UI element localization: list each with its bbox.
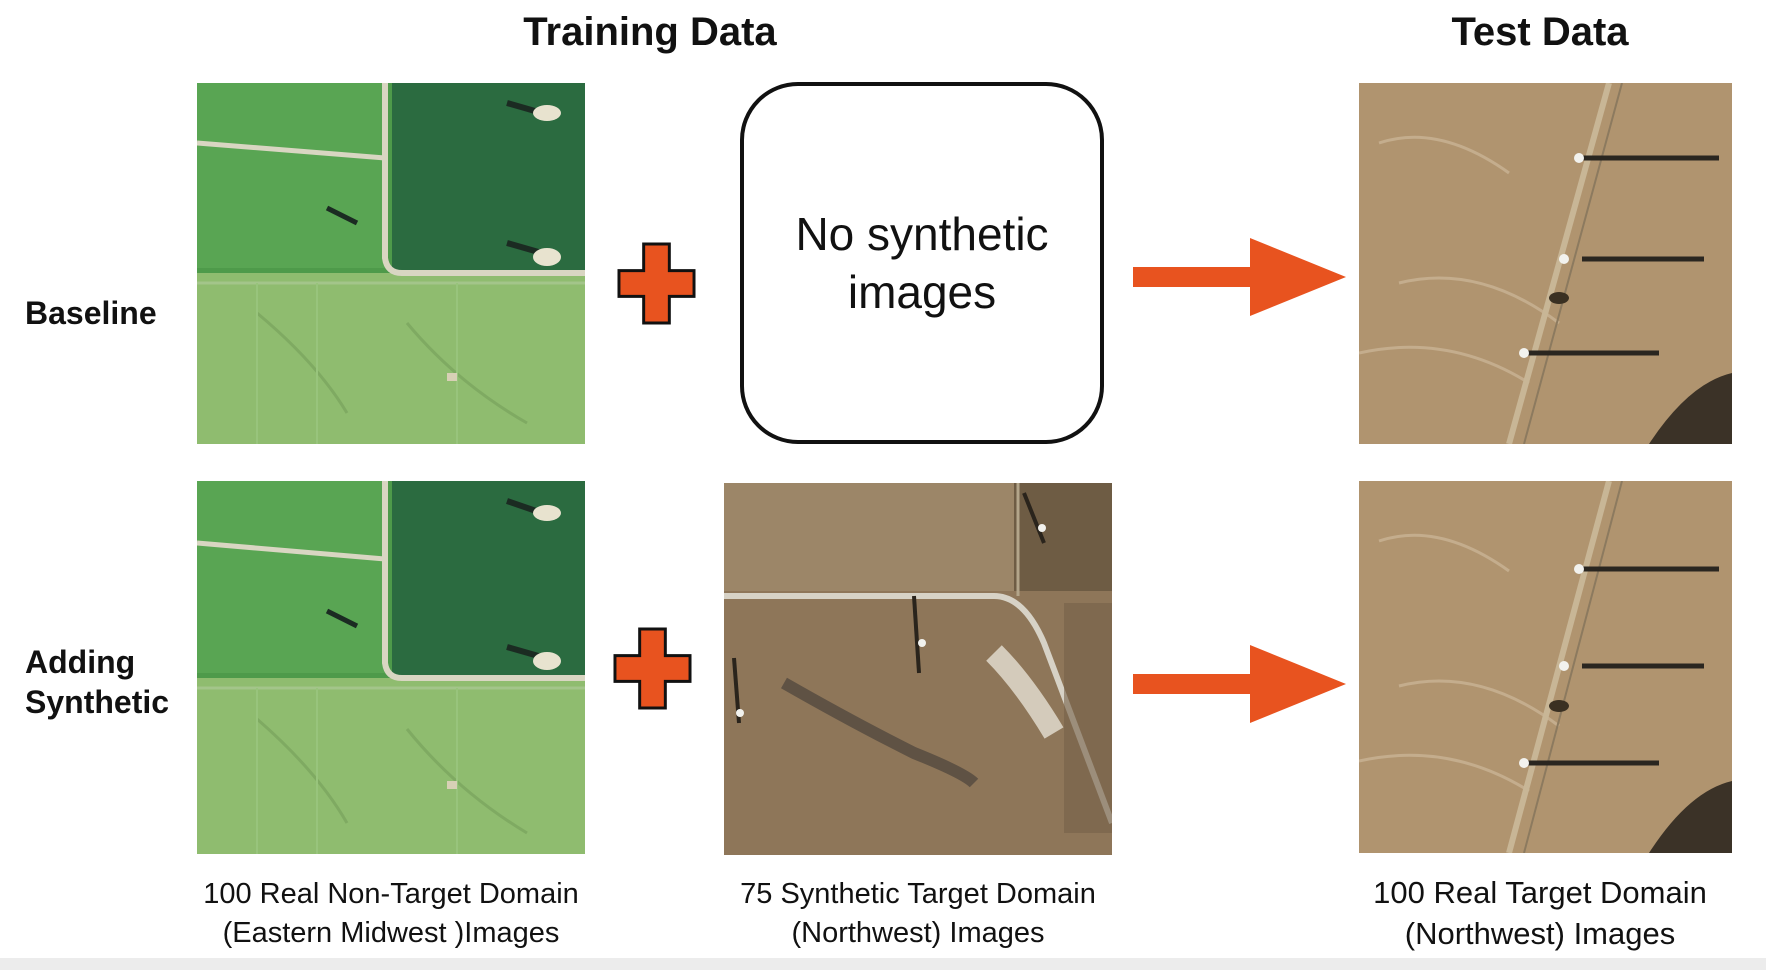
midwest-aerial-image-baseline — [197, 83, 585, 444]
arrow-right-icon — [1133, 643, 1348, 725]
no-synthetic-images-box: No synthetic images — [740, 82, 1104, 444]
no-synthetic-line2: images — [847, 266, 997, 318]
synthetic-northwest-aerial-image — [724, 483, 1112, 855]
row-label-baseline: Baseline — [25, 295, 157, 331]
row-label-adding-synthetic: Adding Synthetic — [25, 642, 169, 722]
caption-synthetic-target: 75 Synthetic Target Domain (Northwest) I… — [668, 875, 1168, 953]
arrow-right-icon — [1133, 236, 1348, 318]
plus-icon — [613, 627, 692, 710]
row-label-adding-line1: Adding — [25, 644, 136, 680]
training-data-heading: Training Data — [523, 10, 777, 54]
northwest-aerial-test-image-baseline — [1359, 83, 1732, 444]
caption-real-target-line2: (Northwest) Images — [1404, 916, 1676, 951]
caption-synthetic-target-line1: 75 Synthetic Target Domain — [740, 878, 1096, 910]
caption-real-non-target-line1: 100 Real Non-Target Domain — [203, 878, 579, 910]
test-data-heading: Test Data — [1451, 10, 1629, 54]
caption-real-target: 100 Real Target Domain (Northwest) Image… — [1290, 872, 1766, 954]
northwest-aerial-test-image-adding — [1359, 481, 1732, 853]
no-synthetic-line1: No synthetic — [795, 208, 1049, 260]
row-label-adding-line2: Synthetic — [25, 684, 170, 720]
bottom-divider — [0, 958, 1766, 970]
caption-synthetic-target-line2: (Northwest) Images — [791, 917, 1045, 949]
midwest-aerial-image-adding — [197, 481, 585, 854]
caption-real-non-target-line2: (Eastern Midwest )Images — [222, 917, 560, 949]
caption-real-non-target: 100 Real Non-Target Domain (Eastern Midw… — [141, 875, 641, 953]
caption-real-target-line1: 100 Real Target Domain — [1373, 875, 1707, 910]
plus-icon — [617, 242, 696, 325]
